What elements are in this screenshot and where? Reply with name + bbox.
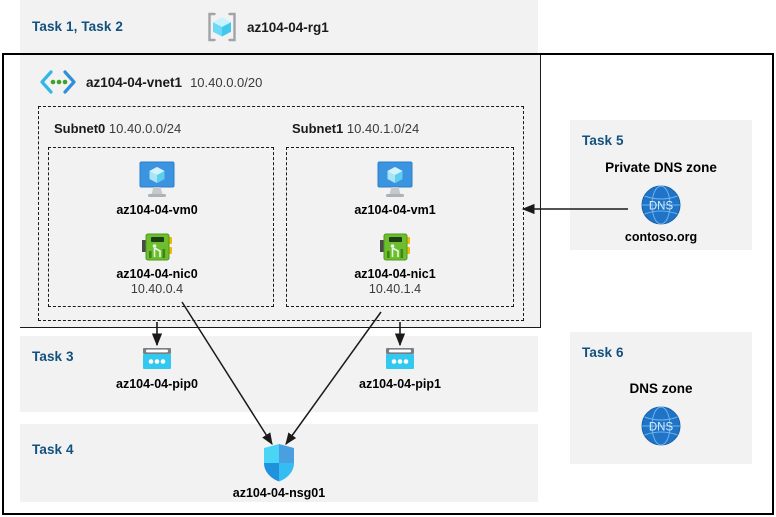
- vm1-node[interactable]: az104-04-vm1: [345, 160, 445, 217]
- task-label-6: Task 6: [582, 345, 624, 360]
- public-ip-address-icon: [383, 346, 417, 374]
- svg-text:DNS: DNS: [649, 422, 674, 434]
- subnet0-cidr: 10.40.0.0/24: [108, 121, 182, 136]
- private-dns-zone-title: Private DNS zone: [605, 160, 717, 175]
- private-dns-zone-name: contoso.org: [624, 230, 698, 244]
- vm1-label: az104-04-vm1: [354, 203, 436, 217]
- nic1-ip: 10.40.1.4: [368, 282, 422, 296]
- nic1-node[interactable]: az104-04-nic1 10.40.1.4: [345, 232, 445, 296]
- dns-zone-icon: DNS: [639, 183, 683, 227]
- nsg-node[interactable]: az104-04-nsg01: [229, 443, 329, 500]
- svg-text:DNS: DNS: [649, 201, 674, 213]
- task3-panel: [20, 336, 538, 412]
- dns-zone-title: DNS zone: [629, 381, 693, 396]
- task5-panel: [570, 120, 752, 250]
- vm0-node[interactable]: az104-04-vm0: [107, 160, 207, 217]
- subnet0-title: Subnet0 10.40.0.0/24: [54, 121, 181, 136]
- private-dns-zone-node[interactable]: DNS contoso.org: [611, 183, 711, 244]
- dns-zone-node[interactable]: DNS: [611, 404, 711, 448]
- subnet1-container: [286, 147, 514, 307]
- pip0-label: az104-04-pip0: [116, 377, 198, 391]
- resource-group-header: [20, 0, 538, 53]
- dns-zone-icon: DNS: [639, 404, 683, 448]
- network-interface-icon: [140, 232, 174, 264]
- subnet0-name: Subnet0: [54, 121, 106, 136]
- subnet1-cidr: 10.40.1.0/24: [346, 121, 420, 136]
- task-label-5: Task 5: [582, 133, 624, 148]
- resource-group-icon: [205, 10, 239, 44]
- virtual-network-icon: [38, 68, 78, 96]
- nsg-label: az104-04-nsg01: [232, 486, 326, 500]
- task-label-4: Task 4: [32, 442, 74, 457]
- vnet-address-space: 10.40.0.0/20: [190, 74, 263, 90]
- virtual-machine-icon: [373, 160, 417, 200]
- vnet-name: az104-04-vnet1: [86, 74, 183, 90]
- network-security-group-icon: [261, 443, 297, 483]
- pip1-node[interactable]: az104-04-pip1: [350, 346, 450, 391]
- nic0-node[interactable]: az104-04-nic0 10.40.0.4: [107, 232, 207, 296]
- nic0-label: az104-04-nic0: [116, 267, 198, 281]
- subnet1-name: Subnet1: [292, 121, 344, 136]
- vnet-identity[interactable]: az104-04-vnet1 10.40.0.0/20: [38, 68, 262, 96]
- network-interface-icon: [378, 232, 412, 264]
- task-label-3: Task 3: [32, 349, 74, 364]
- subnet1-title: Subnet1 10.40.1.0/24: [292, 121, 419, 136]
- task-label-1-2: Task 1, Task 2: [32, 19, 123, 34]
- resource-group-identity[interactable]: az104-04-rg1: [205, 10, 329, 44]
- virtual-machine-icon: [135, 160, 179, 200]
- nic0-ip: 10.40.0.4: [130, 282, 184, 296]
- virtual-network-container: [20, 55, 541, 328]
- pip0-node[interactable]: az104-04-pip0: [107, 346, 207, 391]
- nic1-label: az104-04-nic1: [354, 267, 436, 281]
- resource-group-name: az104-04-rg1: [247, 19, 329, 35]
- resource-group-task-label-row: Task 1, Task 2: [32, 19, 123, 34]
- subnet0-container: [48, 147, 274, 307]
- pip1-label: az104-04-pip1: [359, 377, 441, 391]
- vm0-label: az104-04-vm0: [116, 203, 198, 217]
- public-ip-address-icon: [140, 346, 174, 374]
